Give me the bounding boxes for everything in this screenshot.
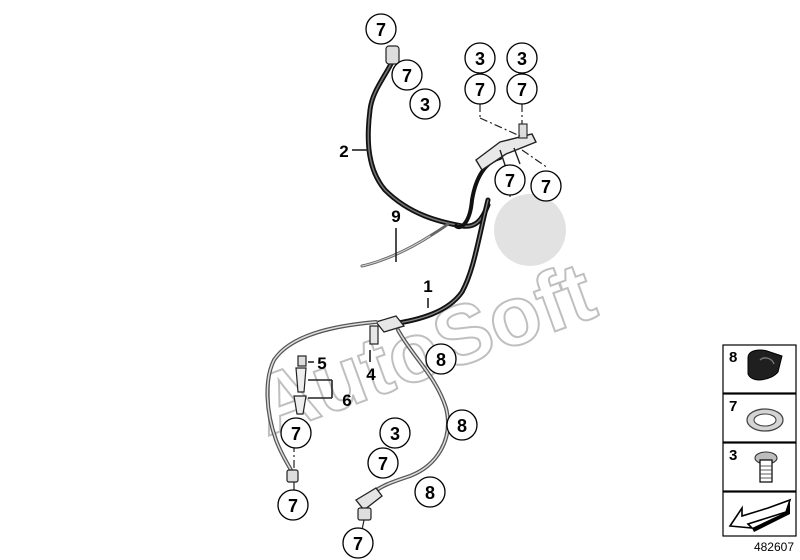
legend-item-3[interactable]: 3: [722, 442, 797, 492]
svg-text:8: 8: [457, 416, 467, 436]
svg-text:4: 4: [366, 365, 376, 384]
callout-7-left-a[interactable]: 7: [280, 417, 312, 449]
callout-7-left-b[interactable]: 7: [277, 489, 309, 521]
callout-8-mid-b[interactable]: 8: [446, 409, 478, 441]
svg-text:8: 8: [425, 483, 435, 503]
callout-3-top-c[interactable]: 3: [409, 88, 441, 120]
callout-3-mid[interactable]: 3: [379, 417, 411, 449]
callout-7-top-b[interactable]: 7: [391, 59, 423, 91]
part-5-6-fittings: [293, 355, 307, 415]
part-label-2[interactable]: 2: [339, 142, 348, 161]
callout-7-right-d[interactable]: 7: [530, 170, 562, 202]
junction-block: [475, 123, 537, 171]
callout-3-right-a[interactable]: 3: [464, 42, 496, 74]
svg-text:3: 3: [517, 49, 527, 69]
svg-text:8: 8: [436, 350, 446, 370]
distributor-fitting: [369, 315, 406, 345]
svg-text:7: 7: [505, 171, 515, 191]
legend-nav-arrow[interactable]: [722, 491, 797, 537]
svg-text:3: 3: [729, 447, 737, 464]
callout-7-right-b[interactable]: 7: [506, 73, 538, 105]
hose-2: [365, 45, 491, 229]
legend-item-7[interactable]: 7: [722, 393, 797, 443]
part-label-1[interactable]: 1: [423, 277, 432, 296]
callout-7-right-c[interactable]: 7: [494, 164, 526, 196]
svg-text:3: 3: [390, 424, 400, 444]
legend-item-8[interactable]: 8: [722, 344, 797, 394]
part-label-5[interactable]: 5: [317, 354, 326, 373]
svg-text:7: 7: [402, 66, 412, 86]
callout-8-mid-a[interactable]: 8: [425, 343, 457, 375]
svg-text:7: 7: [729, 398, 737, 415]
part-label-9[interactable]: 9: [391, 207, 400, 226]
banjo-bolt-icon: [754, 451, 778, 483]
hose-clamp-icon: [747, 349, 783, 381]
svg-text:3: 3: [475, 49, 485, 69]
svg-text:1: 1: [423, 277, 432, 296]
svg-text:7: 7: [475, 80, 485, 100]
svg-text:6: 6: [342, 391, 351, 410]
hose-left: [265, 320, 378, 483]
svg-text:5: 5: [317, 354, 326, 373]
svg-text:7: 7: [291, 424, 301, 444]
hose-8: [355, 328, 450, 521]
brake-line-9: [360, 222, 450, 268]
document-number: 482607: [753, 540, 794, 554]
svg-text:7: 7: [378, 454, 388, 474]
svg-text:8: 8: [729, 349, 737, 366]
callout-7-mid[interactable]: 7: [367, 447, 399, 479]
svg-text:7: 7: [517, 80, 527, 100]
svg-text:7: 7: [541, 177, 551, 197]
svg-text:9: 9: [391, 207, 400, 226]
callout-7-right-a[interactable]: 7: [464, 73, 496, 105]
part-label-6[interactable]: 6: [342, 391, 351, 410]
watermark-gray-blob: [494, 194, 566, 266]
callout-7-bottom[interactable]: 7: [342, 527, 374, 559]
svg-text:2: 2: [339, 142, 348, 161]
svg-text:7: 7: [353, 534, 363, 554]
part-label-4[interactable]: 4: [366, 365, 376, 384]
callout-3-right-b[interactable]: 3: [506, 42, 538, 74]
leader-lines: [293, 104, 549, 531]
callout-8-mid-c[interactable]: 8: [414, 476, 446, 508]
svg-text:3: 3: [420, 95, 430, 115]
svg-text:7: 7: [376, 20, 386, 40]
callout-7-top[interactable]: 7: [365, 13, 397, 45]
svg-text:7: 7: [288, 496, 298, 516]
